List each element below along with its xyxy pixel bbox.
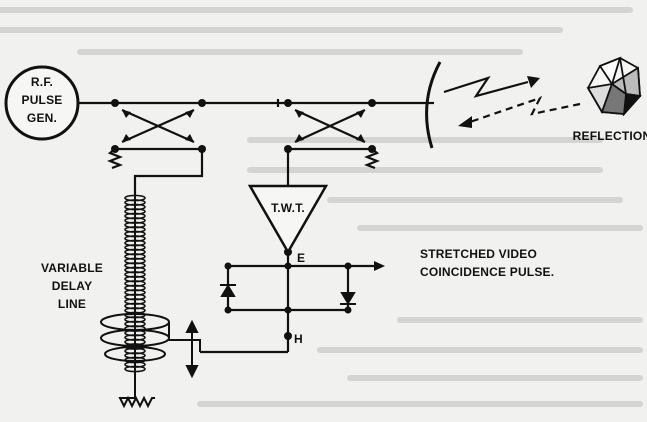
node-e-label: E: [297, 251, 305, 265]
pulse-gen-label-line3: GEN.: [27, 111, 57, 125]
reflection-label: REFLECTION: [573, 129, 647, 143]
node-h-label: H: [294, 332, 303, 346]
junction-dots: [111, 99, 376, 340]
bleed-through-text: [0, 7, 643, 407]
twt-amplifier: T.W.T.: [247, 184, 329, 255]
rf-pulse-generator: R.F. PULSE GEN.: [4, 65, 80, 141]
output-label-line1: STRETCHED VIDEO: [420, 247, 537, 261]
diode-right: [340, 292, 356, 305]
antenna-reflector: [425, 61, 442, 149]
adjustment-arrow: [185, 319, 199, 379]
delay-line-label-line1: VARIABLE: [41, 261, 103, 275]
transmitted-signal-arrow: [443, 76, 529, 98]
pulse-gen-label-line1: R.F.: [31, 75, 53, 89]
coupler-arrows: [122, 110, 365, 142]
reflection-target-icon: [586, 56, 642, 117]
wiring: [78, 99, 425, 354]
pulse-gen-label-line2: PULSE: [21, 93, 62, 107]
reflected-arrowhead: [458, 116, 472, 128]
delay-line-label-line3: LINE: [58, 297, 86, 311]
delay-line-label-line2: DELAY: [52, 279, 93, 293]
variable-delay-line-coil: [100, 194, 201, 409]
transmitted-arrowhead: [527, 76, 540, 88]
diode-left: [220, 284, 236, 297]
output-arrowhead: [374, 261, 385, 271]
output-label-line2: COINCIDENCE PULSE.: [420, 265, 554, 279]
reflected-signal-arrow: [469, 96, 581, 124]
twt-label: T.W.T.: [271, 201, 305, 215]
